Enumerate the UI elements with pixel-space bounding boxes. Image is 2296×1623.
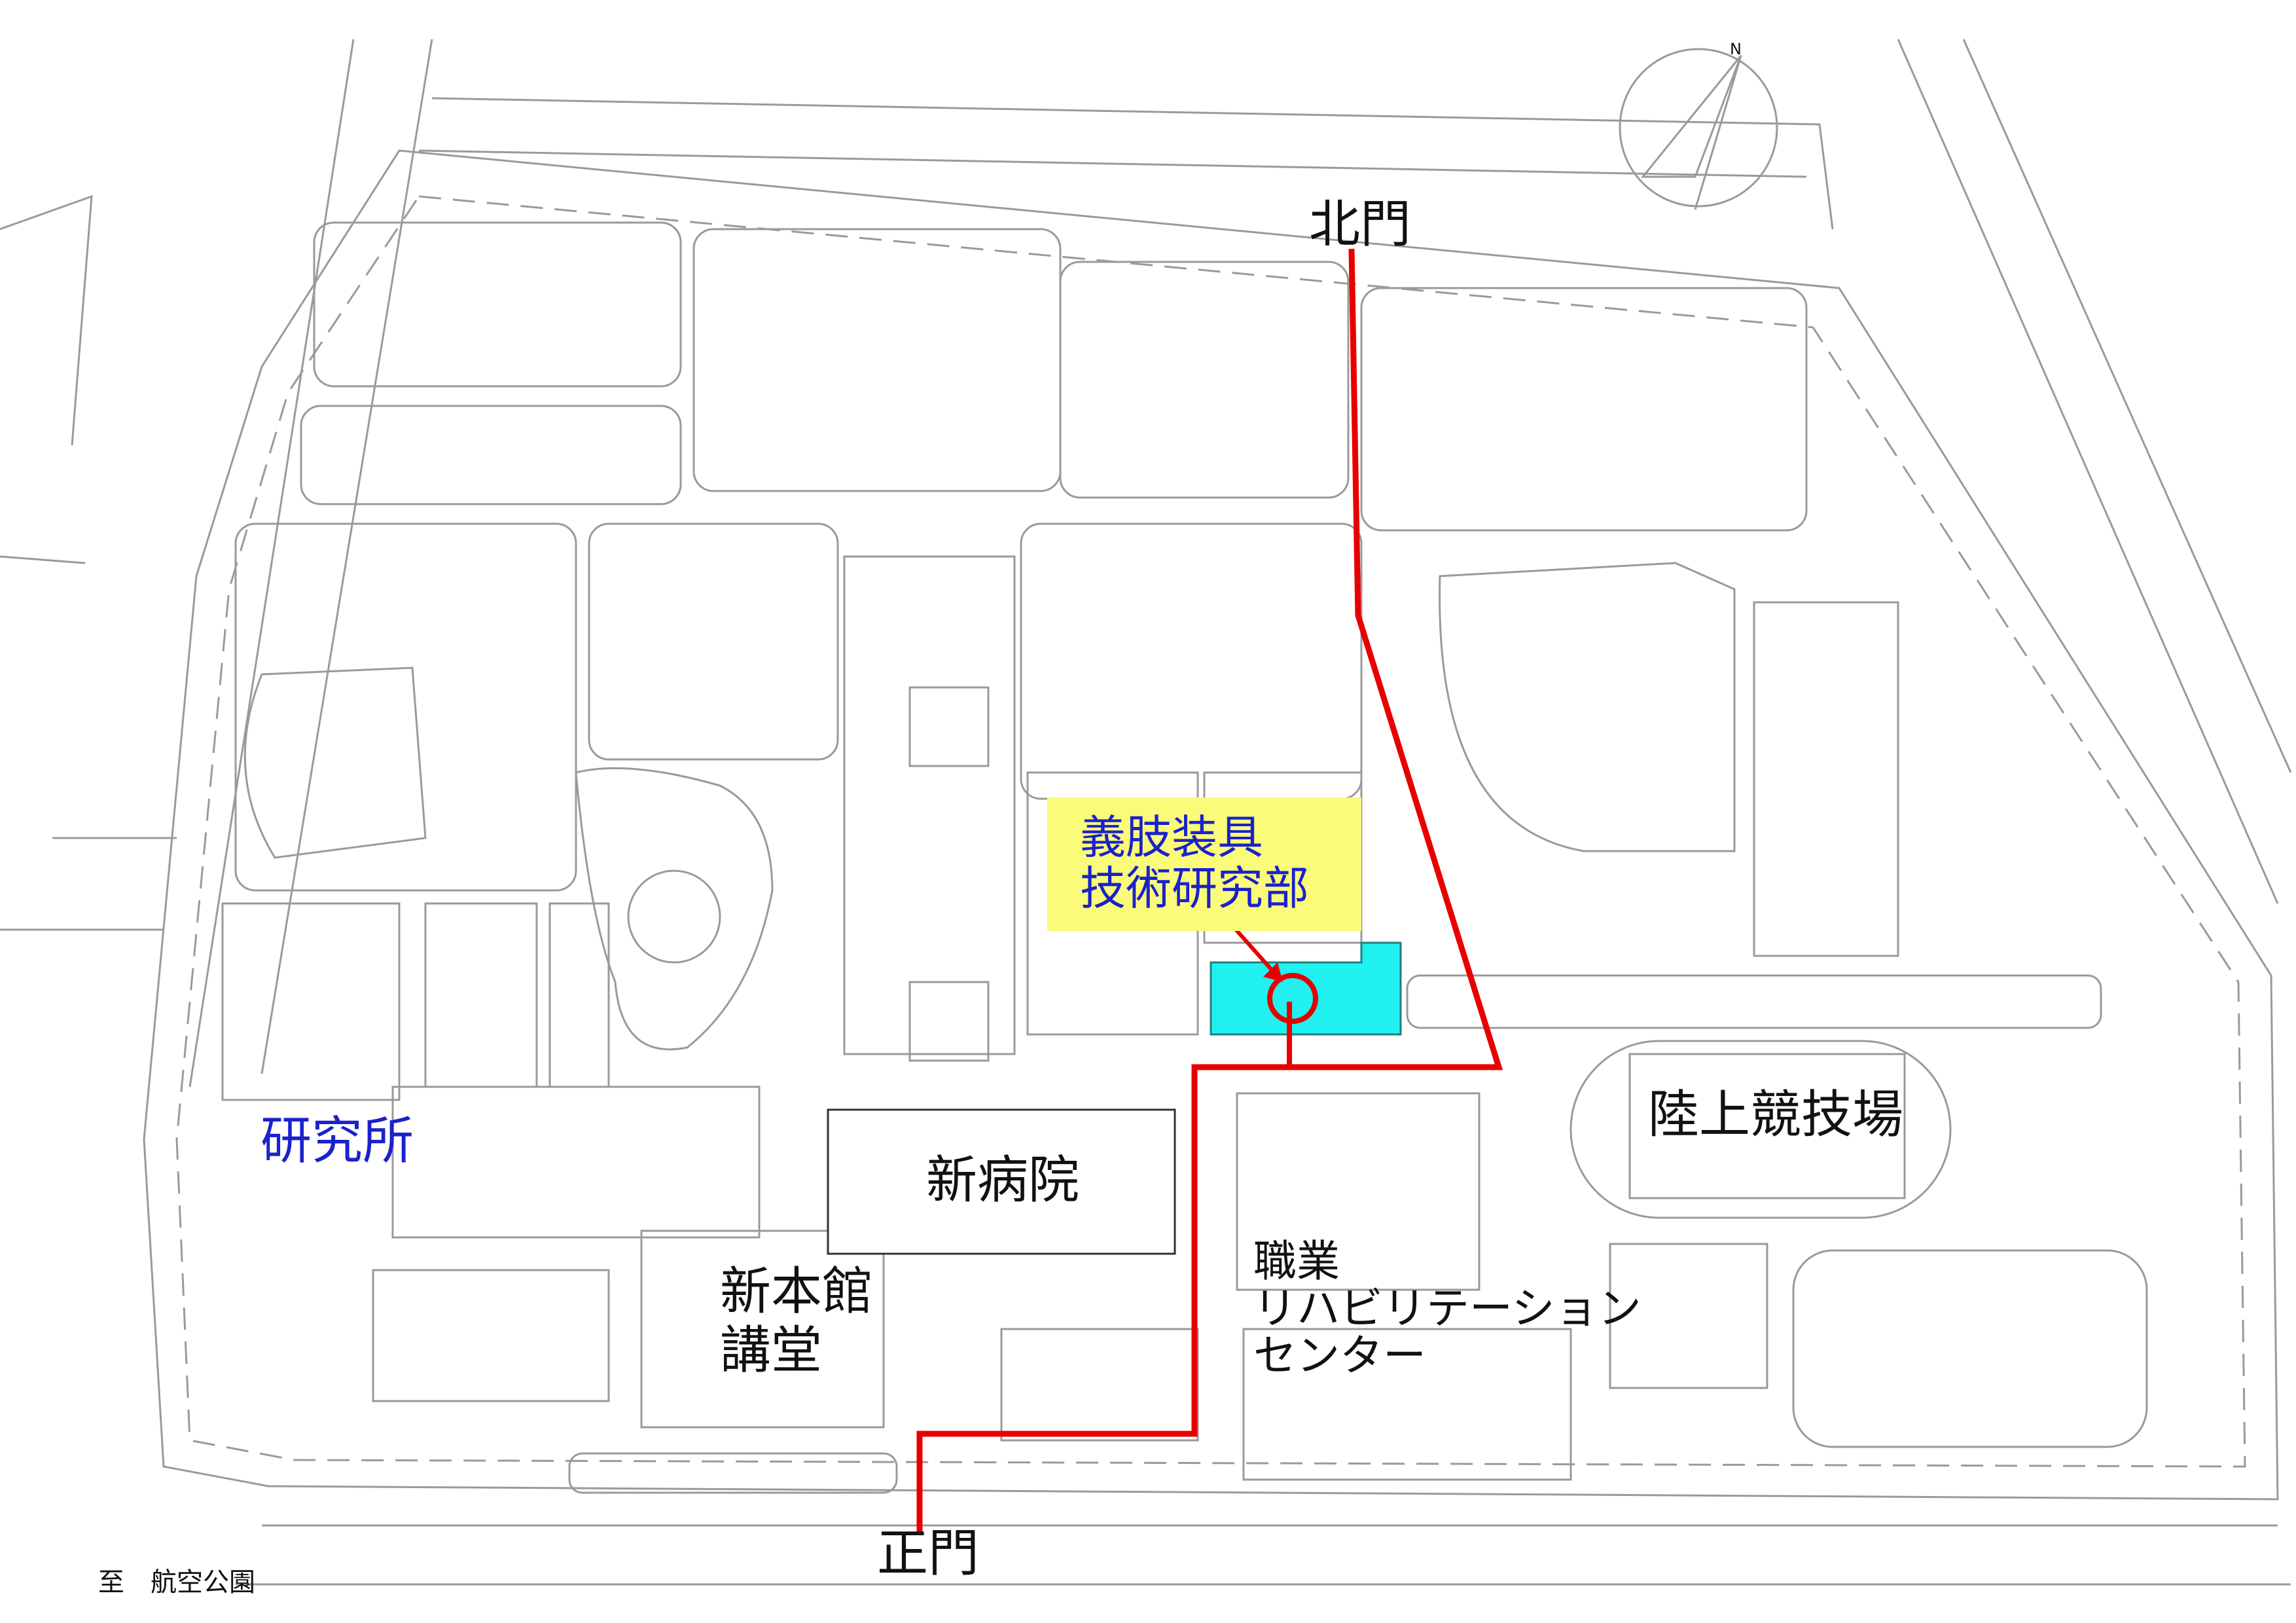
block [300,405,682,505]
block [313,221,682,388]
research-institute-label: 研究所 [260,1112,414,1171]
block [1609,1243,1768,1389]
block [1020,522,1363,800]
prosthetics-building [1210,941,1402,1036]
block [1059,261,1350,499]
block [424,902,538,1088]
block [1406,974,2102,1029]
curved-building [243,666,427,859]
prosthetics-label-line2: 技術研究部 [1080,862,1309,916]
target-marker [1267,973,1318,1024]
bottom-road [236,1524,2291,1586]
top-road [418,97,1834,230]
block [692,228,1062,492]
callout-arrowhead [1263,962,1283,982]
block [372,1269,610,1402]
athletics-field-label: 陸上競技場 [1648,1085,1904,1144]
inner-boundary [175,195,2246,1468]
vocational-label-line2: リハビリテーション [1253,1283,1641,1334]
block [234,522,577,892]
right-road [1897,39,2292,904]
garden-pond [627,869,721,964]
left-edge-roads [0,194,177,931]
track-outer [1570,1040,1952,1219]
block [391,1085,761,1239]
garden-path [575,767,774,1051]
compass-ring [1619,48,1778,208]
new-main-building-label-line1: 新本館 [720,1262,874,1321]
prosthetics-callout: 義肢装具 技術研究部 [1047,797,1361,931]
block [1360,287,1808,532]
prosthetics-label-line1: 義肢装具 [1080,811,1263,864]
new-main-building-label-line2: 講堂 [720,1321,823,1380]
block [588,522,839,761]
block [640,1230,885,1429]
new-hospital-label: 新病院 [926,1151,1080,1210]
vocational-label-line1: 職業 [1253,1236,1340,1286]
block [1236,1092,1480,1291]
north-gate-label: 北門 [1309,195,1412,254]
block [568,1452,898,1494]
compass-north-label: N [1730,40,1742,58]
block [908,981,990,1062]
new-hospital-building [827,1108,1176,1255]
block [1000,1328,1199,1442]
route-path [916,248,1503,1532]
block [1753,601,1899,957]
outer-road [188,39,433,1087]
to-park-label: 至 航空公園 [98,1567,255,1597]
baseball-field [1439,562,1736,852]
block [1242,1328,1572,1481]
track-inner [1628,1053,1906,1199]
block [1792,1249,2148,1448]
block [221,902,401,1101]
block [843,555,1016,1055]
campus-boundary [143,149,2279,1501]
block [908,686,990,767]
main-gate-label: 正門 [877,1524,980,1583]
compass-needle [1640,55,1742,210]
vocational-label-line3: センター [1253,1330,1426,1381]
